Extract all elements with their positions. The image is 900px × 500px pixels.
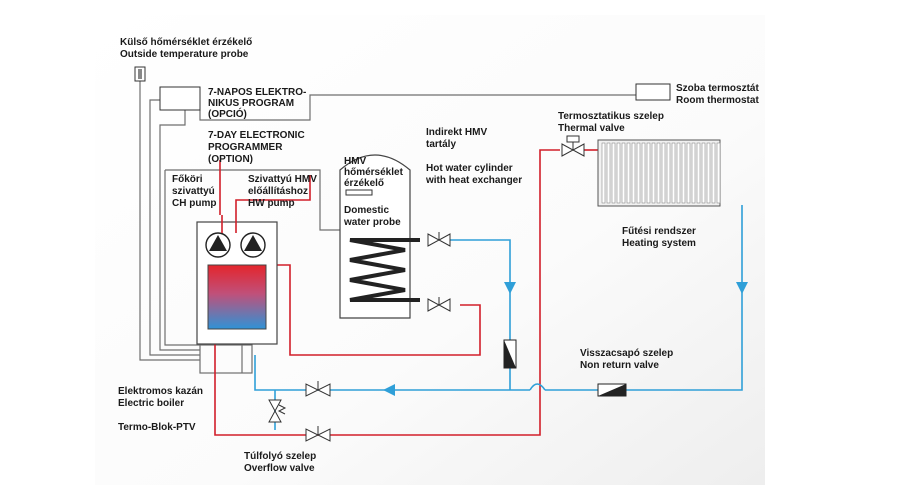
room-thermostat-label-hu: Szoba termosztát (676, 83, 759, 94)
radiator-fin (616, 142, 621, 204)
overflow-valve-label-hu: Túlfolyó szelep (244, 451, 316, 462)
flow-arrows (383, 282, 748, 396)
ch-pump-label-hu-2: szivattyú (172, 186, 215, 197)
hw-pump-label-hu-1: Szivattyú HMV (248, 174, 317, 185)
outside-probe-label-en: Outside temperature probe (120, 49, 249, 60)
radiator-fin (601, 142, 606, 204)
dw-probe-label-en-2: water probe (343, 217, 401, 228)
ch-pump-label-en: CH pump (172, 198, 216, 209)
programmer-label-en-2: PROGRAMMER (208, 142, 283, 153)
control-wiring (139, 80, 650, 374)
programmer-label-hu-3: (OPCIÓ) (208, 107, 247, 120)
radiator-icon (597, 139, 721, 207)
radiator-fin (681, 142, 686, 204)
flow-pipes (214, 149, 598, 436)
dw-probe-label-hu-3: érzékelő (344, 178, 384, 189)
flow-line-valve-icon (305, 426, 331, 442)
non-return-valve-icon (597, 383, 627, 397)
outside-probe-label-hu: Külső hőmérséklet érzékelő (120, 37, 252, 48)
radiator-fin (686, 142, 691, 204)
radiator-fin (606, 142, 611, 204)
radiator-fin (646, 142, 651, 204)
ch-pump-label-hu-1: Főköri (172, 174, 203, 185)
radiator-fin (696, 142, 701, 204)
cylinder-upper-valve-icon (427, 232, 451, 247)
arrow-left-icon (383, 384, 395, 396)
thermal-valve-label-hu: Termosztatikus szelep (558, 111, 664, 122)
termoblok-label: Termo-Blok-PTV (118, 422, 196, 433)
non-return-valve-label-en: Non return valve (580, 360, 659, 371)
hot-water-cylinder (339, 154, 420, 319)
heating-system-label-hu: Fűtési rendszer (622, 226, 696, 237)
cylinder-non-return-valve-icon (503, 339, 517, 369)
dw-probe-label-hu-2: hőmérséklet (344, 167, 404, 178)
programmer-label-hu-2: NIKUS PROGRAM (208, 98, 294, 109)
hw-pump-label-hu-2: előállításhoz (248, 186, 308, 197)
non-return-valve-label-hu: Visszacsapó szelep (580, 348, 673, 359)
cylinder-label-hu-2: tartály (426, 139, 456, 150)
radiator-fin (711, 142, 716, 204)
ch-pump-icon (205, 232, 231, 258)
return-line-valve-icon (305, 381, 331, 397)
radiator-fin (691, 142, 696, 204)
cylinder-label-en-2: with heat exchanger (425, 175, 522, 186)
thermal-valve-label-en: Thermal valve (558, 123, 625, 134)
cylinder-label-en-1: Hot water cylinder (426, 163, 513, 174)
programmer-box (159, 86, 201, 111)
arrow-down-icon (736, 282, 748, 294)
radiator-fin (666, 142, 671, 204)
radiator-fin (706, 142, 711, 204)
programmer-label-hu-1: 7-NAPOS ELEKTRO- (208, 87, 306, 98)
programmer-label-en-1: 7-DAY ELECTRONIC (208, 130, 305, 141)
programmer-label-en-3: (OPTION) (208, 154, 253, 165)
room-thermostat-label-en: Room thermostat (676, 95, 759, 106)
boiler-tank (207, 264, 267, 330)
cylinder-label-hu-1: Indirekt HMV (426, 127, 487, 138)
heat-exchanger-coil (349, 238, 420, 302)
dw-probe-label-hu-1: HMV (344, 156, 367, 167)
radiator-fin (651, 142, 656, 204)
radiator-fin (676, 142, 681, 204)
radiator-fin (636, 142, 641, 204)
cylinder-lower-valve-icon (427, 297, 451, 312)
boiler-label-hu: Elektromos kazán (118, 386, 203, 397)
hw-pump-label-en: HW pump (248, 198, 295, 209)
radiator-fin (701, 142, 706, 204)
overflow-valve-label-en: Overflow valve (244, 463, 315, 474)
radiator-fin (641, 142, 646, 204)
pipe-crossover (529, 383, 546, 391)
radiator-fin (631, 142, 636, 204)
boiler-label-en: Electric boiler (118, 398, 184, 409)
domestic-water-probe-icon (345, 189, 373, 196)
radiator-fin (671, 142, 676, 204)
overflow-valve-icon (268, 399, 287, 423)
outside-probe (134, 66, 146, 82)
room-thermostat-box (635, 83, 671, 101)
radiator-fin (626, 142, 631, 204)
radiator-fin (621, 142, 626, 204)
radiator-fin (661, 142, 666, 204)
arrow-down-icon (504, 282, 516, 294)
radiator-fin (611, 142, 616, 204)
dw-probe-label-en-1: Domestic (344, 205, 389, 216)
heating-system-label-en: Heating system (622, 238, 696, 249)
hw-pump-icon (240, 232, 266, 258)
radiator-fin (716, 142, 721, 204)
thermal-valve-icon (561, 135, 585, 157)
radiator-fin (656, 142, 661, 204)
